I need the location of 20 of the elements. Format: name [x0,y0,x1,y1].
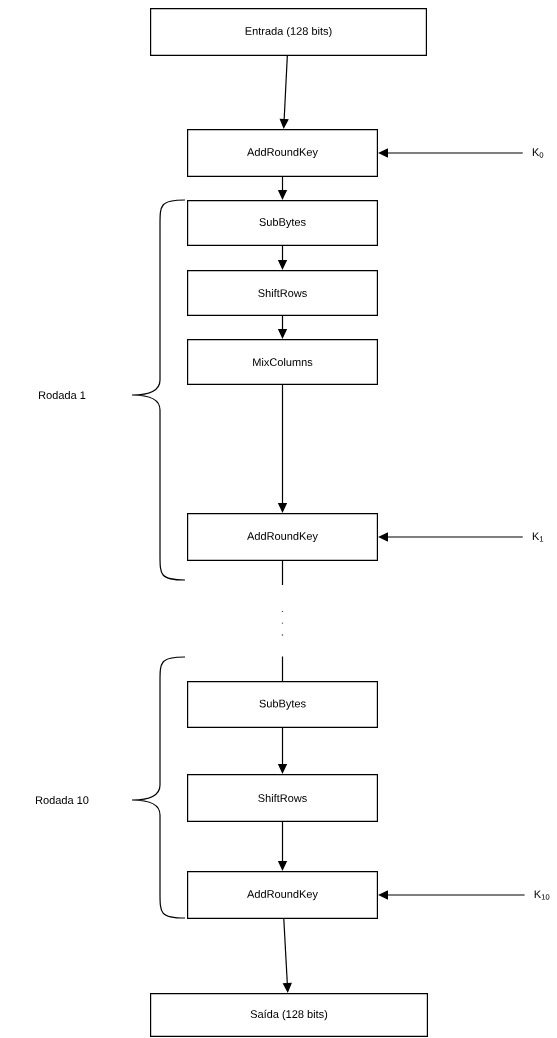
process-box: Entrada (128 bits) [150,8,427,56]
round-label: Rodada 1 [39,390,86,400]
arrow [378,148,524,158]
process-box: ShiftRows [187,774,378,822]
round-label: Rodada 10 [36,795,89,805]
process-box: SubBytes [187,200,378,246]
process-box: AddRoundKey [187,871,378,919]
arrow [378,532,524,542]
key-label: K$_{1}$ [532,532,544,542]
key-label: K$_{0}$ [532,148,544,158]
process-box: AddRoundKey [187,513,378,561]
arrow [279,55,289,129]
process-box: SubBytes [187,681,378,728]
process-box: Saída (128 bits) [150,993,428,1037]
process-box: AddRoundKey [187,129,378,177]
process-box: MixColumns [187,339,378,385]
arrow [378,890,526,900]
connector-line [281,560,284,682]
process-box: ShiftRows [187,270,378,316]
key-label: K$_{10}$ [534,890,550,900]
